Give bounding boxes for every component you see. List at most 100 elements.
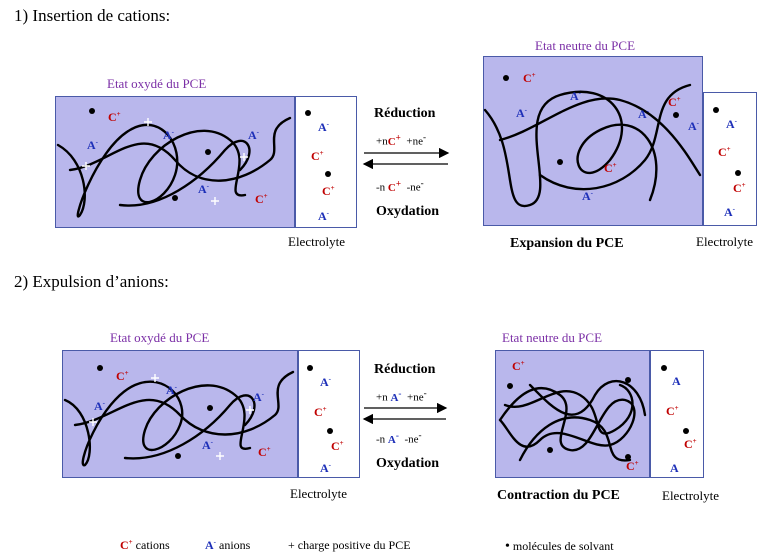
solvent-dot bbox=[172, 195, 178, 201]
polymer-chain bbox=[483, 90, 658, 208]
positive-charge bbox=[82, 162, 90, 170]
electrolyte-label-4: Electrolyte bbox=[662, 488, 720, 503]
anion: A- bbox=[166, 383, 178, 397]
cation: C+ bbox=[604, 161, 617, 175]
anion: A- bbox=[202, 438, 214, 452]
solvent-dot bbox=[735, 170, 741, 176]
cation: C+ bbox=[314, 405, 327, 419]
solvent-dot bbox=[713, 107, 719, 113]
anion: A- bbox=[570, 89, 582, 103]
solvent-dot bbox=[625, 377, 631, 383]
electrolyte-box-2 bbox=[703, 92, 757, 226]
anion: A bbox=[670, 461, 679, 475]
solvent-dot bbox=[673, 112, 679, 118]
polymer-chain bbox=[528, 379, 647, 417]
pce-neutral-box-1 bbox=[483, 56, 703, 226]
polymer-chain bbox=[63, 380, 252, 467]
anion: A- bbox=[94, 399, 106, 413]
anion: A bbox=[672, 374, 681, 388]
solvent-dot bbox=[175, 453, 181, 459]
legend-positive-charge: + charge positive du PCE bbox=[288, 538, 411, 552]
legend-solvent: • molécules de solvant bbox=[505, 539, 614, 554]
cation: C+ bbox=[718, 145, 731, 159]
cation: C+ bbox=[512, 359, 525, 373]
anion: A- bbox=[638, 107, 650, 121]
anion: A- bbox=[582, 189, 594, 203]
cation: C+ bbox=[108, 110, 121, 124]
anion: A- bbox=[724, 205, 736, 219]
oxidized-state-label-1: Etat oxydé du PCE bbox=[107, 76, 207, 91]
cation: C+ bbox=[523, 71, 536, 85]
anion: A- bbox=[248, 128, 260, 142]
reduction-label-2: Réduction bbox=[374, 362, 436, 377]
positive-charge bbox=[144, 118, 152, 126]
oxidation-label-1: Oxydation bbox=[376, 204, 440, 219]
cation: C+ bbox=[258, 445, 271, 459]
expansion-label: Expansion du PCE bbox=[510, 236, 624, 251]
contraction-label: Contraction du PCE bbox=[497, 488, 620, 503]
cation: C+ bbox=[255, 192, 268, 206]
positive-charge bbox=[89, 418, 97, 426]
solvent-dot bbox=[507, 383, 513, 389]
positive-charge bbox=[151, 374, 159, 382]
solvent-dot bbox=[205, 149, 211, 155]
polymer-chain bbox=[538, 83, 692, 191]
positive-charge bbox=[246, 406, 254, 414]
electrolyte-box-3 bbox=[298, 350, 360, 478]
reduction-reaction-2: +n A- +ne- bbox=[376, 388, 427, 404]
polymer-chain bbox=[56, 123, 247, 218]
cation: C+ bbox=[116, 369, 129, 383]
reduction-label-1: Réduction bbox=[374, 106, 436, 121]
solvent-dot bbox=[305, 110, 311, 116]
anion: A- bbox=[198, 182, 210, 196]
solvent-dot bbox=[307, 365, 313, 371]
cation: C+ bbox=[684, 437, 697, 451]
electrolyte-box-4 bbox=[650, 350, 704, 478]
anion: A- bbox=[87, 138, 99, 152]
positive-charge bbox=[216, 452, 224, 460]
anion: A- bbox=[516, 106, 528, 120]
solvent-dot bbox=[557, 159, 563, 165]
anion: A- bbox=[163, 128, 175, 142]
polymer-chain bbox=[118, 139, 251, 207]
polymer-chain bbox=[68, 116, 292, 182]
electrolyte-box-1 bbox=[295, 96, 357, 228]
polymer-chain bbox=[498, 386, 636, 452]
anion: A- bbox=[320, 461, 332, 475]
anion: A- bbox=[318, 120, 330, 134]
polymer-chain bbox=[73, 370, 295, 436]
solvent-dot bbox=[97, 365, 103, 371]
polymer-chain bbox=[498, 97, 702, 177]
electrolyte-label-2: Electrolyte bbox=[696, 234, 754, 249]
oxidation-reaction-2: -n A- -ne- bbox=[376, 430, 422, 446]
cation: C+ bbox=[666, 404, 679, 418]
polymer-chain bbox=[518, 416, 632, 462]
solvent-dot bbox=[503, 75, 509, 81]
neutral-state-label-1: Etat neutre du PCE bbox=[535, 38, 636, 53]
solvent-dot bbox=[207, 405, 213, 411]
polymer-chain bbox=[503, 383, 634, 435]
cation: C+ bbox=[733, 181, 746, 195]
oxidation-label-2: Oxydation bbox=[376, 456, 440, 471]
polymer-chain bbox=[123, 394, 256, 460]
electrolyte-label-3: Electrolyte bbox=[290, 486, 348, 501]
anion: A- bbox=[253, 390, 265, 404]
cation: C+ bbox=[668, 95, 681, 109]
solvent-dot bbox=[89, 108, 95, 114]
anion: A- bbox=[320, 375, 332, 389]
anion: A- bbox=[318, 209, 330, 223]
solvent-dot bbox=[547, 447, 553, 453]
reduction-reaction-1: +nC+ +ne- bbox=[376, 132, 427, 148]
anion: A- bbox=[688, 119, 700, 133]
cation: C+ bbox=[322, 184, 335, 198]
cation: C+ bbox=[626, 459, 639, 473]
solvent-dot bbox=[661, 365, 667, 371]
neutral-state-label-2: Etat neutre du PCE bbox=[502, 330, 603, 345]
solvent-dot bbox=[683, 428, 689, 434]
legend-anions: A- anions bbox=[205, 538, 251, 552]
solvent-dot bbox=[625, 454, 631, 460]
legend-cations: C+ cations bbox=[120, 538, 170, 552]
anion: A- bbox=[726, 117, 738, 131]
solvent-dot bbox=[325, 171, 331, 177]
